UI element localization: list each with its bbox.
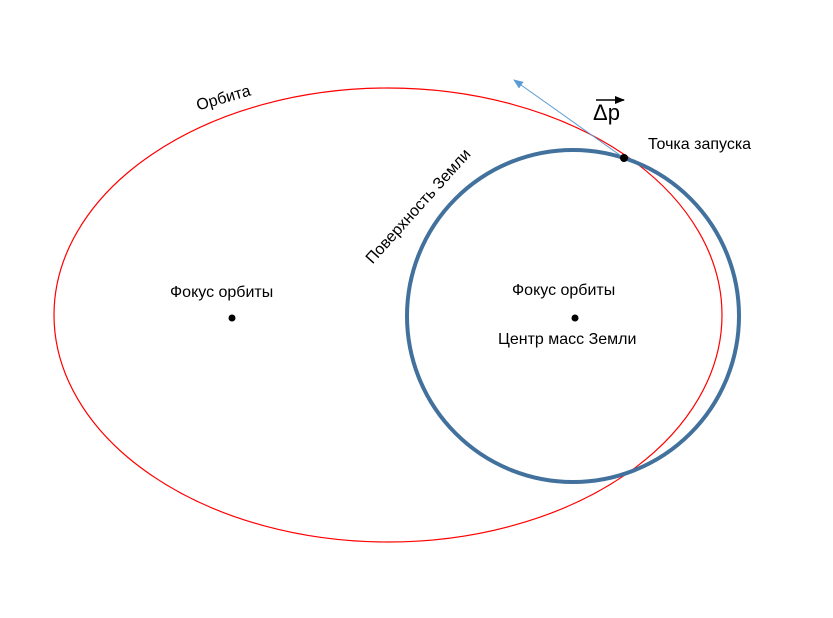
earth-surface-circle <box>405 148 741 484</box>
earth-center-dot <box>571 314 579 322</box>
launch-point-label: Точка запуска <box>648 136 752 153</box>
left-focus-dot <box>228 314 236 322</box>
earth-center-label: Центр масс Земли <box>498 331 637 348</box>
orbit-ellipse <box>53 87 723 543</box>
right-focus-label: Фокус орбиты <box>512 282 616 299</box>
left-focus-label: Фокус орбиты <box>170 284 274 301</box>
delta-p-label: Δp <box>593 100 620 125</box>
launch-point-dot <box>620 154 628 162</box>
delta-p-vector <box>513 79 625 159</box>
